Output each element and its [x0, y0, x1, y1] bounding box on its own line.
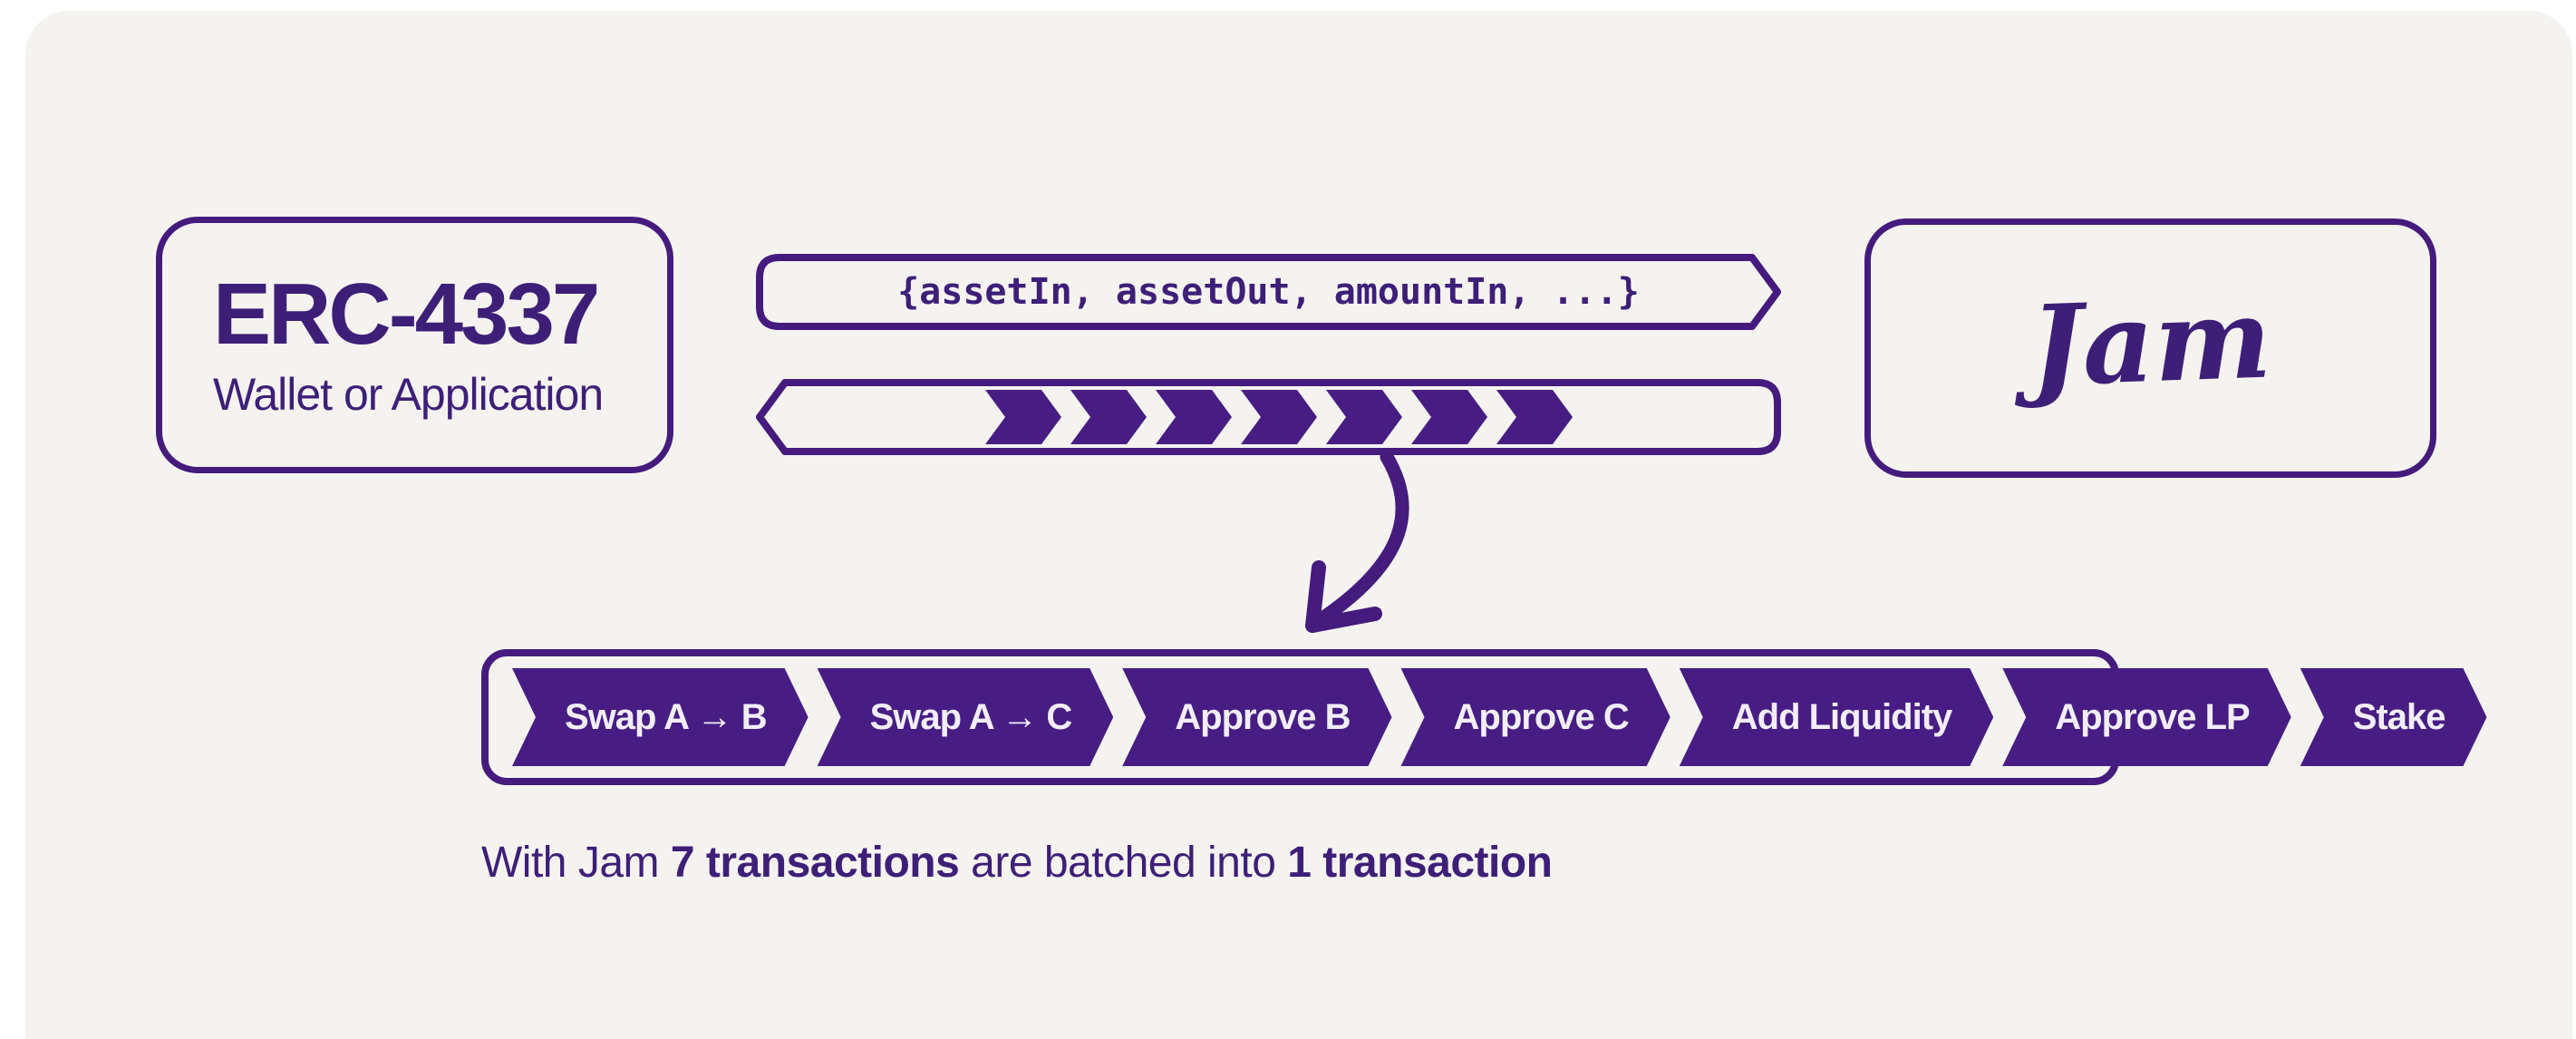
- tx-chevron-icon: [1241, 390, 1317, 444]
- wallet-title: ERC-4337: [213, 265, 600, 363]
- caption-segment: are batched into: [959, 839, 1288, 887]
- tx-chevron-icon: [1496, 390, 1573, 444]
- left-arrow-capsule-outline: [756, 379, 1781, 455]
- background-panel: [25, 11, 2572, 1039]
- batch-chevron: Approve C: [1401, 668, 1671, 766]
- tx-chevron-icon: [1156, 390, 1232, 444]
- jam-box: Jam: [1864, 218, 2436, 478]
- tx-chevron-icon: [1411, 390, 1487, 444]
- response-capsule-shape: [756, 379, 1781, 455]
- batch-chevron: Add Liquidity: [1680, 668, 1994, 766]
- tx-chevron-icon: [1326, 390, 1402, 444]
- batch-chevron: Approve LP: [2002, 668, 2290, 766]
- caption-segment: 1 transaction: [1287, 839, 1553, 887]
- curved-arrow-icon: [1305, 453, 1409, 633]
- caption-segment: 7 transactions: [670, 839, 960, 887]
- caption: With Jam 7 transactions are batched into…: [481, 838, 1553, 888]
- tx-chevron-icon: [985, 390, 1061, 444]
- wallet-subtitle: Wallet or Application: [213, 369, 604, 421]
- batch-chevron: Swap A → C: [818, 668, 1114, 766]
- right-arrow-capsule-outline: [756, 254, 1781, 330]
- response-capsule: [756, 379, 1781, 455]
- batch-chevron: Swap A → B: [512, 668, 809, 766]
- mini-chevrons-group: [985, 390, 1573, 444]
- batch-chevron: Stake: [2300, 668, 2487, 766]
- batch-chevron: Approve B: [1122, 668, 1391, 766]
- tx-chevron-icon: [1070, 390, 1147, 444]
- jam-logo: Jam: [2027, 272, 2273, 412]
- request-payload: {assetIn, assetOut, amountIn, ...}: [897, 271, 1640, 313]
- wallet-box: ERC-4337 Wallet or Application: [156, 217, 673, 473]
- caption-segment: With Jam: [481, 839, 671, 887]
- request-capsule: {assetIn, assetOut, amountIn, ...}: [756, 254, 1781, 330]
- request-capsule-shape: [756, 254, 1781, 330]
